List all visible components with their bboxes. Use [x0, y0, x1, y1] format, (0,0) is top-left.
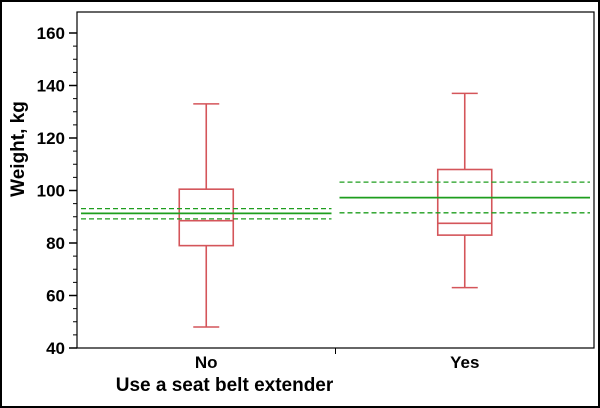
- x-tick-label: No: [195, 353, 218, 372]
- x-axis-title: Use a seat belt extender: [115, 375, 334, 396]
- y-tick-label: 120: [37, 129, 65, 148]
- iqr-box: [178, 188, 235, 247]
- y-tick-label: 160: [37, 24, 65, 43]
- plot-frame: [76, 11, 595, 349]
- y-tick-label: 60: [46, 287, 65, 306]
- y-tick-label: 40: [46, 339, 65, 358]
- y-tick-label: 100: [37, 182, 65, 201]
- y-axis-title: Weight, kg: [8, 101, 29, 197]
- iqr-box: [436, 168, 493, 236]
- y-tick-label: 80: [46, 234, 65, 253]
- y-tick-label: 140: [37, 77, 65, 96]
- x-tick-label: Yes: [450, 353, 479, 372]
